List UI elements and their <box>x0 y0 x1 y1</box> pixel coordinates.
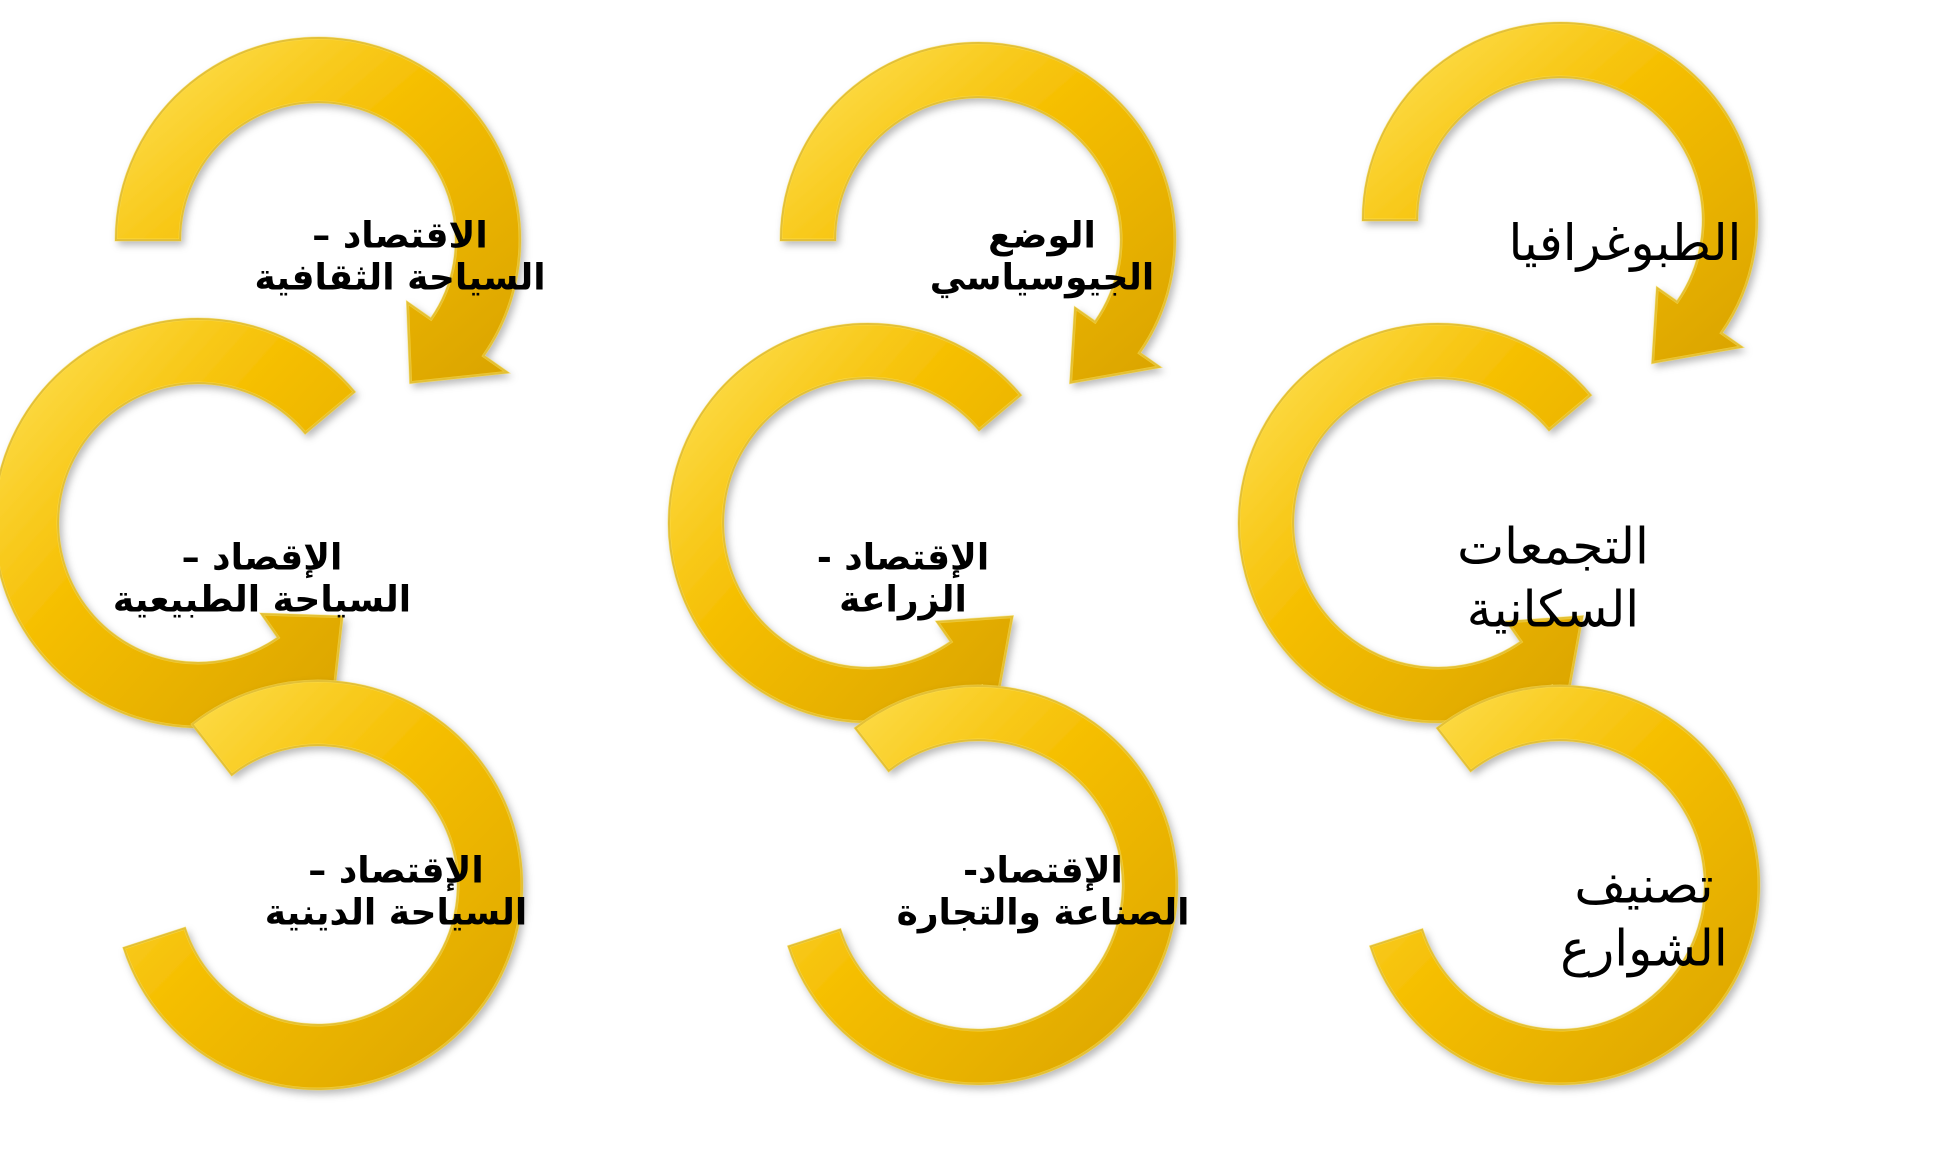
label-middle-2-line-2: الزراعة <box>839 580 967 621</box>
label-left-1-line-1: الاقتصاد – <box>312 215 488 257</box>
ring-middle-1-highlight <box>779 41 1177 385</box>
label-right-3-line-1: تصنيف <box>1574 856 1714 915</box>
ring-right-1 <box>1361 22 1758 364</box>
label-middle-3: الإقتصاد-الصناعة والتجارة <box>897 851 1190 936</box>
label-left-2-line-1: الإقصاد – <box>181 537 343 579</box>
label-left-3: الإقتصاد –السياحة الدينية <box>265 851 527 936</box>
ring-middle-3-highlight <box>786 684 1179 1086</box>
ring-right-1-highlight <box>1361 21 1759 365</box>
label-right-2-line-2: السكانية <box>1466 580 1640 638</box>
ring-left-3-highlight <box>122 679 524 1091</box>
label-left-2: الإقصاد –السياحة الطبيعية <box>113 538 411 623</box>
label-right-3-line-2: الشوارع <box>1560 919 1728 977</box>
label-middle-3-line-2: الصناعة والتجارة <box>896 893 1190 934</box>
ring-right-3-highlight <box>1368 684 1761 1086</box>
label-right-1: الطبوغرافيا <box>1509 212 1742 275</box>
label-left-1: الاقتصاد –السياحة الثقافية <box>254 216 545 301</box>
label-left-1-line-2: السياحة الثقافية <box>254 258 546 299</box>
label-middle-2: الإقتصاد -الزراعة <box>817 538 989 623</box>
label-left-3-line-2: السياحة الدينية <box>264 893 528 934</box>
label-middle-1-line-1: الوضع <box>988 215 1096 257</box>
label-left-2-line-2: السياحة الطبيعية <box>112 580 412 621</box>
label-right-2-line-1: التجمعات <box>1457 517 1649 576</box>
label-middle-1-line-2: الجيوسياسي <box>929 258 1155 299</box>
ring-left-1-highlight <box>114 36 522 385</box>
label-left-3-line-1: الإقتصاد – <box>308 850 484 892</box>
label-middle-2-line-1: الإقتصاد - <box>816 537 990 579</box>
label-middle-3-line-1: الإقتصاد- <box>963 850 1123 892</box>
label-right-1-line-1: الطبوغرافيا <box>1508 213 1742 272</box>
